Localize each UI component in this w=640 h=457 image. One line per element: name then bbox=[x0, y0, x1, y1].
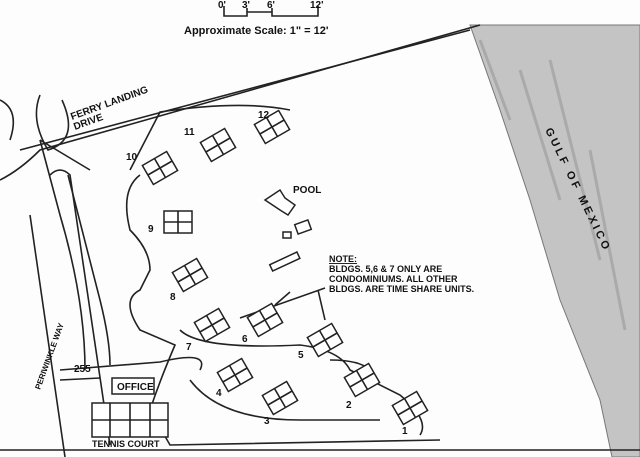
office-building bbox=[111, 377, 155, 395]
svg-text:3': 3' bbox=[242, 0, 250, 11]
building-number: 7 bbox=[186, 342, 192, 353]
svg-text:0': 0' bbox=[218, 0, 226, 11]
building-2: 2 bbox=[343, 362, 381, 411]
building-number: 11 bbox=[184, 127, 195, 138]
building-number: 2 bbox=[346, 400, 352, 411]
building-3: 3 bbox=[261, 380, 299, 427]
building-11: 11 bbox=[184, 127, 237, 163]
building-number: 5 bbox=[298, 350, 304, 361]
svg-text:255: 255 bbox=[74, 364, 91, 375]
building-number: 9 bbox=[148, 224, 154, 235]
svg-text:12': 12' bbox=[310, 0, 324, 11]
building-number: 12 bbox=[258, 110, 270, 121]
scale-bar: 0' 3' 6' 12' Approximate Scale: 1" = 12' bbox=[184, 0, 329, 37]
svg-text:CONDOMINIUMS. ALL OTHER: CONDOMINIUMS. ALL OTHER bbox=[329, 274, 458, 284]
svg-text:BLDGS. ARE TIME SHARE UNITS.: BLDGS. ARE TIME SHARE UNITS. bbox=[329, 284, 474, 294]
building-12: 12 bbox=[253, 109, 291, 145]
office-label: OFFICE bbox=[117, 382, 154, 393]
svg-text:TENNIS COURT: TENNIS COURT bbox=[92, 439, 160, 449]
building-number: 10 bbox=[126, 152, 138, 163]
svg-text:BLDGS. 5,6 & 7 ONLY ARE: BLDGS. 5,6 & 7 ONLY ARE bbox=[329, 264, 442, 274]
gulf-water bbox=[469, 24, 640, 457]
building-6: 6 bbox=[242, 302, 284, 345]
building-9: 9 bbox=[148, 210, 193, 235]
building-5: 5 bbox=[298, 322, 344, 361]
building-7: 7 bbox=[186, 307, 231, 353]
building-8: 8 bbox=[170, 257, 209, 303]
svg-text:6': 6' bbox=[267, 0, 275, 11]
building-number: 4 bbox=[216, 388, 222, 399]
building-number: 8 bbox=[170, 292, 176, 303]
tennis-court: TENNIS COURT bbox=[91, 402, 169, 449]
scale-label: Approximate Scale: 1" = 12' bbox=[184, 25, 329, 37]
pool-label: POOL bbox=[293, 185, 321, 196]
svg-text:NOTE:: NOTE: bbox=[329, 254, 357, 264]
building-1: 1 bbox=[391, 390, 429, 437]
pool-area: POOL bbox=[263, 185, 321, 273]
building-4: 4 bbox=[216, 357, 254, 399]
svg-text:FERRY LANDING: FERRY LANDING bbox=[69, 84, 150, 122]
building-number: 3 bbox=[264, 416, 270, 427]
building-10: 10 bbox=[126, 150, 179, 186]
building-number: 6 bbox=[242, 334, 248, 345]
building-number: 1 bbox=[402, 426, 408, 437]
